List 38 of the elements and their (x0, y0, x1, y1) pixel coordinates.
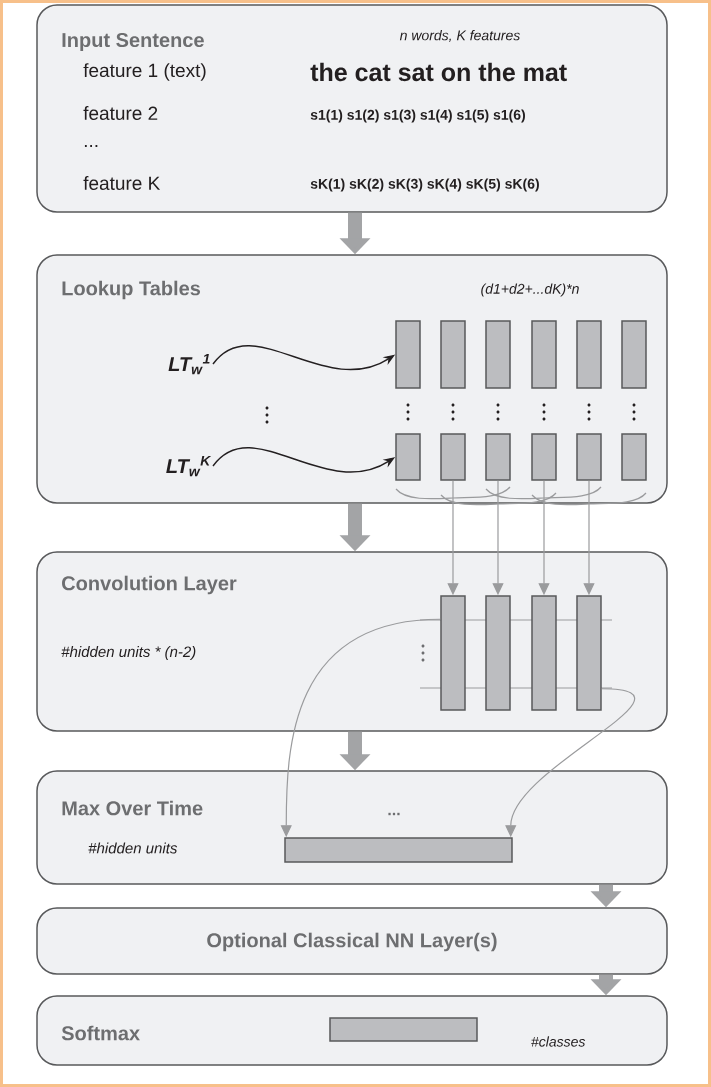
vector-bar (440, 320, 466, 389)
feature-sequence: sK(1) sK(2) sK(3) sK(4) sK(5) sK(6) (310, 178, 539, 192)
lookup-table-label: LT$_{w}$K (166, 455, 212, 477)
panel-title: Optional Classical NN Layer(s) (207, 932, 497, 952)
panel-title: Lookup Tables (62, 280, 201, 300)
vector-bar (284, 837, 513, 863)
panel-title: Softmax (61, 1025, 140, 1041)
feature-label: ... (84, 145, 98, 148)
vector-bar (485, 433, 511, 481)
vector-bar (531, 595, 557, 711)
vector-bar (395, 433, 421, 481)
dimension-note: (d1+d2+...dK)*n (481, 283, 579, 297)
vector-bar (621, 320, 647, 389)
lookup-table-label: LT$_{w}$1 (168, 353, 210, 375)
feature-label: feature 1 (text) (83, 63, 206, 81)
dimension-note: #classes (531, 1036, 586, 1047)
sentence-text: the cat sat on the mat (310, 62, 567, 82)
feature-label: feature K (83, 176, 161, 190)
panel-title: Input Sentence (62, 32, 204, 52)
ellipsis: ... (388, 812, 400, 816)
vector-bar (440, 595, 466, 711)
dimension-note: #hidden units (88, 842, 178, 854)
vector-bar (531, 433, 557, 481)
vector-bar (440, 433, 466, 481)
dimension-note: n words, K features (399, 30, 520, 42)
panel-title: Max Over Time (62, 800, 203, 816)
vector-bar (485, 320, 511, 389)
vector-bar (395, 320, 421, 389)
vector-bar (576, 433, 602, 481)
vector-bar (621, 433, 647, 481)
vector-bar (576, 595, 602, 711)
dimension-note: #hidden units * (n-2) (61, 646, 196, 660)
vector-bar (576, 320, 602, 389)
vector-bar (531, 320, 557, 389)
panel-title: Convolution Layer (62, 575, 237, 595)
vector-bar (485, 595, 511, 711)
feature-label: feature 2 (83, 106, 158, 120)
feature-sequence: s1(1) s1(2) s1(3) s1(4) s1(5) s1(6) (310, 109, 525, 123)
